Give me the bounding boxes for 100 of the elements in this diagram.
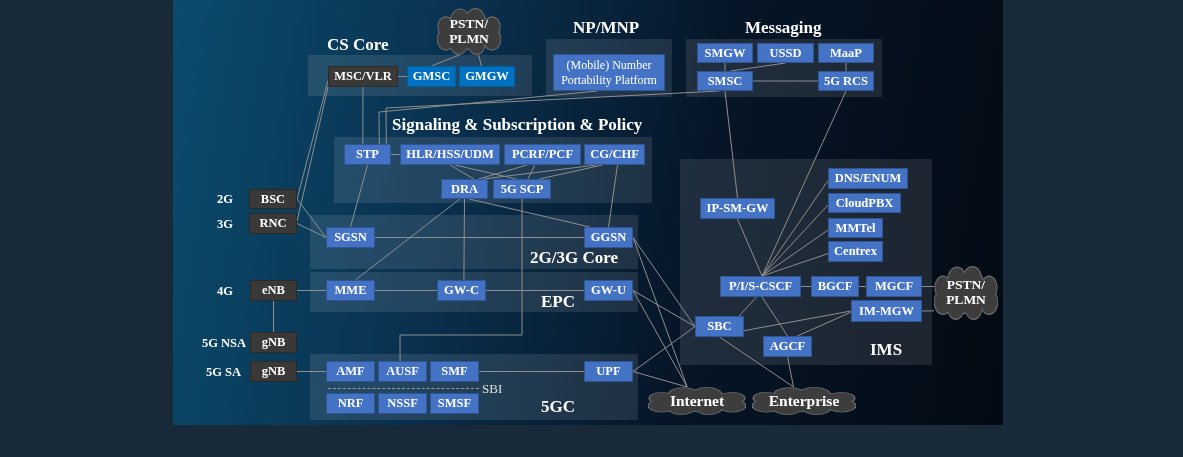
function-box (459, 66, 515, 87)
connector-line (378, 90, 599, 145)
connector-line (468, 198, 591, 228)
side-label: 5G NSA (201, 335, 246, 350)
connector-line (482, 164, 597, 180)
box-label: P/I/S-CSCF (728, 280, 793, 293)
connector-line (858, 286, 867, 287)
connector-line (296, 86, 329, 222)
connector-line (454, 164, 517, 180)
function-box (584, 361, 633, 382)
group-title: EPC (541, 293, 575, 312)
function-box (818, 71, 874, 91)
connector-line (374, 290, 438, 291)
box-label: AUSF (386, 365, 419, 378)
connector-line (761, 204, 829, 277)
function-box (695, 316, 744, 337)
box-label: DNS/ENUM (834, 172, 902, 185)
connector-line (921, 286, 935, 287)
connector-line (738, 296, 757, 317)
connector-line (362, 86, 364, 145)
box-label: RNC (259, 217, 287, 230)
connector-line (478, 164, 528, 180)
side-label: SBI (482, 381, 503, 397)
cloud-label: PSTN/ PLMN (449, 16, 489, 47)
function-box (344, 144, 391, 165)
box-label: MMTel (835, 221, 876, 235)
connector-line (921, 310, 935, 312)
connector-line (752, 80, 819, 82)
connector-line (608, 164, 618, 228)
connector-line (761, 180, 829, 277)
cloud-label: PSTN/ PLMN (946, 278, 986, 308)
connector-line (538, 164, 603, 180)
box-label: BSC (260, 192, 286, 206)
function-box (720, 276, 801, 297)
connector-line (485, 290, 585, 291)
connector-line (399, 198, 523, 362)
box-label: GW-C (444, 284, 479, 297)
box-label: MME (334, 284, 367, 297)
box-label: SMSF (437, 397, 472, 410)
function-box (326, 361, 375, 382)
function-box (584, 227, 633, 248)
function-box (326, 227, 375, 248)
connector-line (296, 198, 327, 238)
connector-line (374, 237, 585, 238)
function-box (584, 144, 645, 165)
connector-line (296, 223, 327, 238)
box-label: SMGW (704, 46, 746, 60)
box-label: HLR/HSS/UDM (406, 148, 494, 161)
connector-line (724, 62, 726, 72)
function-box (378, 393, 427, 414)
function-box (430, 361, 479, 382)
box-label: MSC/VLR (334, 70, 392, 83)
box-label: PCRF/PCF (511, 148, 574, 161)
connector-line (761, 296, 788, 337)
box-label: IM-MGW (859, 304, 914, 318)
function-box (763, 336, 812, 357)
connector-line (350, 164, 368, 228)
connector-line (632, 290, 688, 388)
cloud-label: Enterprise (768, 393, 840, 409)
box-label: MaaP (830, 46, 862, 60)
box-label: NSSF (387, 397, 418, 410)
connector-line (296, 290, 327, 291)
group-panel (310, 354, 638, 420)
connector-line (724, 90, 738, 199)
group-panel (310, 215, 638, 269)
box-label: CG/CHF (590, 148, 639, 161)
connector-line (296, 80, 329, 200)
function-box (407, 66, 456, 87)
function-box (437, 280, 486, 301)
function-box (828, 168, 908, 189)
function-box (326, 393, 375, 414)
connector-line (527, 164, 536, 180)
function-box (328, 66, 398, 87)
side-label: 2G (217, 191, 233, 207)
connector-line (737, 218, 763, 277)
box-label: SBC (707, 320, 732, 333)
connector-line (743, 310, 852, 332)
group-title: CS Core (327, 36, 389, 55)
function-box (493, 179, 551, 199)
function-box (553, 54, 665, 91)
box-label: USSD (769, 46, 802, 60)
function-box (866, 276, 922, 297)
function-box (818, 43, 874, 63)
box-label: 5G RCS (823, 74, 869, 88)
function-box (430, 393, 479, 414)
connector-line (273, 300, 274, 333)
connector-line (397, 76, 408, 77)
connector-line (719, 336, 795, 388)
function-box (700, 198, 775, 219)
box-label: BGCF (817, 280, 853, 293)
box-label: SMSC (707, 74, 743, 88)
connector-line (449, 164, 475, 180)
group-title: 2G/3G Core (530, 249, 618, 268)
connector-line (632, 371, 688, 388)
group-panel (680, 159, 932, 365)
cloud-label: Internet (669, 393, 725, 409)
box-label: NRF (337, 397, 364, 410)
connector-line (787, 356, 795, 388)
box-label: AMF (336, 365, 365, 378)
box-label: gNB (261, 365, 286, 378)
